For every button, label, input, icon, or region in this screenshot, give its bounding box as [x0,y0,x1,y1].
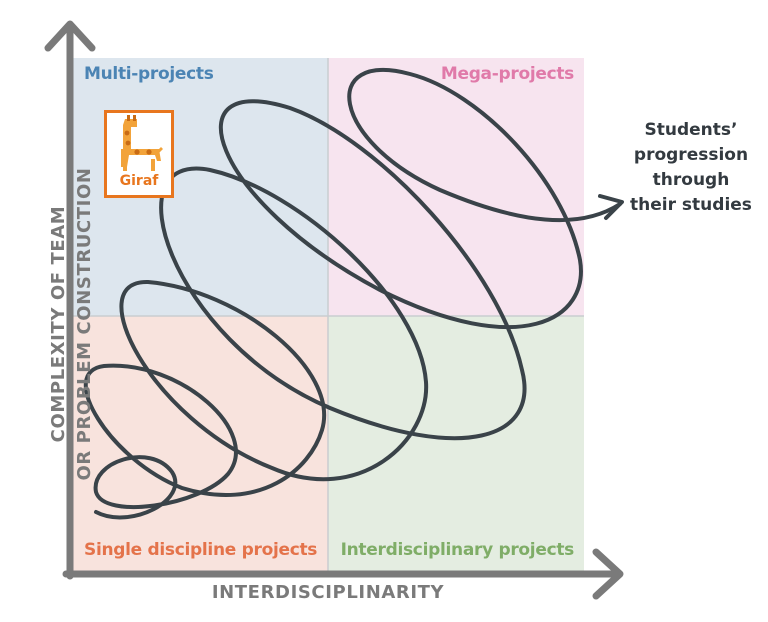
x-axis-label: INTERDISCIPLINARITY [211,582,445,603]
giraf-logo: Giraf [104,110,174,198]
y-axis-label-line2: OR PROBLEM CONSTRUCTION [74,167,95,481]
quadrant-single-discipline [72,316,328,574]
label-mega-projects: Mega-projects [440,64,574,84]
progression-arrowhead [598,194,624,220]
progression-label: Students’ progression through their stud… [616,118,766,218]
progression-path [83,68,622,520]
y-axis-arrow [44,20,96,580]
giraffe-icon [121,115,163,171]
progression-line2: progression [633,145,749,165]
label-multi-projects: Multi-projects [84,64,214,84]
quadrant-interdisciplinary [328,316,584,574]
label-interdisciplinary-projects: Interdisciplinary projects [340,540,575,560]
y-axis-label: COMPLEXITY OF TEAM OR PROBLEM CONSTRUCTI… [46,134,102,514]
progression-line4: their studies [630,195,752,215]
label-single-discipline-projects: Single discipline projects [84,540,318,560]
giraf-logo-text: Giraf [119,173,159,189]
progression-line1: Students’ [644,120,738,140]
y-axis-label-line1: COMPLEXITY OF TEAM [48,205,69,443]
x-axis-arrow [62,548,624,600]
progression-line3: through [652,170,730,190]
